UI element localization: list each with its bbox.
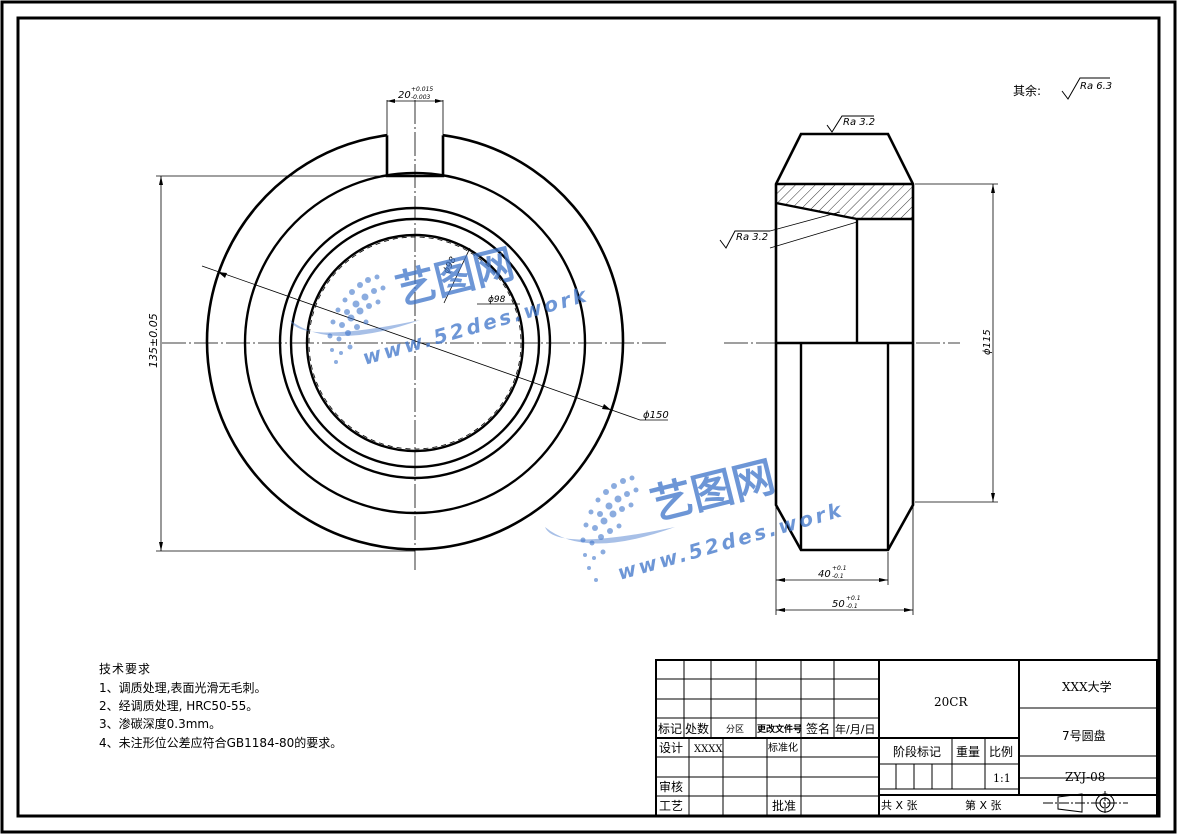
- label-stage-mark: 阶段标记: [893, 744, 941, 759]
- inner-frame: [16, 16, 1161, 818]
- dia-150-leader: [201, 265, 641, 421]
- dia-150-text: ϕ150: [643, 410, 669, 421]
- tech-requirement-4: 4、未注形位公差应符合GB1184-80的要求。: [99, 735, 342, 750]
- roughness-left-leader-a: [769, 211, 841, 232]
- label-process: 工艺: [659, 799, 683, 813]
- label-count: 处数: [685, 721, 709, 736]
- w40-arrow-right: [879, 578, 888, 582]
- default-roughness-prefix: 其余:: [1013, 83, 1041, 98]
- tech-requirements-title: 技术要求: [99, 662, 151, 676]
- slot-dim-arrow-left: [387, 99, 395, 103]
- w50-tol-upper: +0.1: [846, 595, 861, 602]
- title-block: [655, 659, 1158, 817]
- roughness-left-symbol: [719, 230, 770, 249]
- circle-r124: [289, 217, 541, 469]
- label-standardize: 标准化: [768, 741, 798, 754]
- watermark-globe-icon: [290, 274, 420, 364]
- height-dim-text: 135±0.05: [147, 313, 160, 368]
- label-design: 设计: [659, 741, 683, 755]
- projection-symbol-icon: [1043, 791, 1128, 815]
- front-view: 20 +0.015 -0.003 135±0.05 ϕ150 ϕ98 ϕ98: [147, 86, 669, 570]
- w50-arrow-left: [776, 608, 785, 612]
- drawing-number: ZYJ-08: [1065, 770, 1105, 784]
- label-scale: 比例: [989, 745, 1013, 759]
- title-block-text: 标记 处数 分区 更改文件号 签名 年/月/日 设计 XXXX 标准化 审核 工…: [658, 679, 1128, 815]
- default-roughness: 其余: Ra 6.3: [1013, 77, 1112, 100]
- tech-requirement-3: 3、渗碳深度0.3mm。: [99, 716, 221, 731]
- dia-150-arrow-b: [602, 404, 611, 410]
- circle-r135: [278, 206, 552, 480]
- height-arrow-bottom: [159, 542, 163, 551]
- w40-tol-upper: +0.1: [832, 565, 847, 572]
- roughness-top-text: Ra 3.2: [843, 117, 875, 128]
- circle-r170: [243, 171, 587, 515]
- tech-requirement-1: 1、调质处理,表面光滑无毛刺。: [99, 681, 266, 695]
- slot-tol-upper: +0.015: [411, 86, 433, 93]
- scale-value: 1:1: [993, 772, 1011, 785]
- roughness-left-text: Ra 3.2: [736, 232, 768, 243]
- tech-requirements: 技术要求 1、调质处理,表面光滑无毛刺。 2、经调质处理, HRC50-55。 …: [99, 662, 342, 750]
- w50-tol-lower: -0.1: [846, 603, 858, 610]
- label-zone: 分区: [726, 724, 744, 735]
- circle-r108: [305, 233, 525, 453]
- material: 20CR: [934, 695, 968, 709]
- label-sheet-no: 第 X 张: [965, 798, 1002, 812]
- outer-circle: [205, 133, 625, 551]
- watermark-globe-icon: [545, 475, 675, 582]
- w40-tol-lower: -0.1: [832, 573, 844, 580]
- circle-hidden: [308, 236, 522, 450]
- roughness-symbol: [1061, 77, 1110, 100]
- dia115-arrow-top: [991, 184, 995, 193]
- designer-name: XXXX: [694, 744, 723, 755]
- label-weight: 重量: [956, 745, 980, 759]
- label-total-sheets: 共 X 张: [881, 799, 918, 812]
- label-review: 审核: [659, 779, 683, 794]
- label-sign: 签名: [806, 721, 830, 736]
- part-name: 7号圆盘: [1062, 728, 1106, 743]
- label-approve: 批准: [772, 798, 796, 813]
- slot-tol-lower: -0.003: [411, 94, 431, 101]
- w50-text: 50: [832, 599, 845, 610]
- label-mark: 标记: [658, 722, 682, 736]
- w50-arrow-right: [904, 608, 913, 612]
- label-change-doc: 更改文件号: [757, 723, 802, 735]
- slot-width-text: 20: [398, 90, 411, 101]
- slot-dim-arrow-right: [435, 99, 443, 103]
- side-view: Ra 3.2 Ra 3.2 ϕ115 40 +0.1 -0.1 50 +0.1 …: [719, 115, 998, 615]
- height-arrow-top: [159, 176, 163, 185]
- w40-text: 40: [818, 569, 831, 580]
- dia-150-arrow-a: [218, 272, 227, 278]
- w40-arrow-left: [776, 578, 785, 582]
- default-roughness-value: Ra 6.3: [1080, 81, 1112, 92]
- label-date: 年/月/日: [835, 722, 875, 736]
- roughness-top-symbol: [826, 115, 874, 133]
- watermark-brand-2: 艺图网: [646, 452, 780, 530]
- dia-98-leader-a: [443, 247, 471, 304]
- dia-98-text-b: ϕ98: [488, 295, 506, 305]
- side-section-line: [775, 201, 858, 221]
- school-name: XXX大学: [1062, 679, 1112, 694]
- slot-outline: [385, 135, 445, 178]
- roughness-left-leader-b: [769, 221, 858, 249]
- tech-requirement-2: 2、经调质处理, HRC50-55。: [99, 699, 258, 713]
- watermark-1: 艺图网 www.52des.work: [290, 241, 592, 370]
- dia115-arrow-bottom: [991, 493, 995, 502]
- dia115-text: ϕ115: [982, 329, 993, 355]
- section-hatch: [776, 184, 913, 219]
